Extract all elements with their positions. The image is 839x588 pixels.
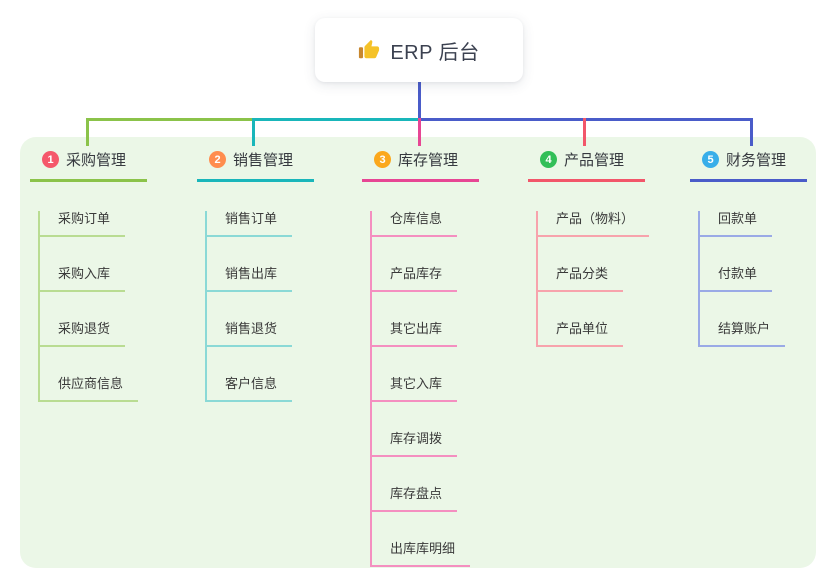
branch-header[interactable]: 2 销售管理 [197,146,314,182]
connector-branch-drop-1 [86,118,89,146]
child-node[interactable]: 仓库信息 [370,211,458,237]
child-node[interactable]: 产品（物料） [536,211,650,237]
branch-number-badge: 4 [540,151,557,168]
branch-header[interactable]: 5 财务管理 [690,146,807,182]
branch-children-list: 仓库信息产品库存其它出库其它入库库存调拨库存盘点出库库明细 [370,211,479,567]
child-node[interactable]: 回款单 [698,211,773,237]
child-node[interactable]: 销售出库 [205,266,293,292]
connector-branch-drop-2 [252,118,255,146]
branch-number-badge: 1 [42,151,59,168]
branch-title: 销售管理 [233,152,294,169]
child-node[interactable]: 其它出库 [370,321,458,347]
child-node[interactable]: 其它入库 [370,376,458,402]
connector-branch-drop-3 [418,118,421,146]
branch-spine-line [38,211,40,402]
branch-spine-line [698,211,700,347]
connector-branch-drop-4 [583,118,586,146]
branch-number-badge: 3 [374,151,391,168]
child-node[interactable]: 库存盘点 [370,486,458,512]
child-node[interactable]: 销售订单 [205,211,293,237]
child-node[interactable]: 库存调拨 [370,431,458,457]
branch-column-1: 1 采购管理 采购订单采购入库采购退货供应商信息 [30,146,147,402]
child-node[interactable]: 产品分类 [536,266,624,292]
branch-title: 财务管理 [726,152,787,169]
child-node[interactable]: 出库库明细 [370,541,471,567]
branch-title: 产品管理 [564,152,625,169]
branch-children-list: 产品（物料） 产品分类产品单位 [536,211,650,347]
child-node[interactable]: 采购退货 [38,321,126,347]
branch-column-4: 4 产品管理 产品（物料） 产品分类产品单位 [528,146,650,347]
branch-spine-line [536,211,538,347]
branch-number-badge: 5 [702,151,719,168]
connector-horizontal-mid [255,118,419,121]
branch-spine-line [370,211,372,567]
branch-title: 采购管理 [66,152,127,169]
child-node[interactable]: 采购订单 [38,211,126,237]
connector-horizontal-right [419,118,753,121]
branch-number-badge: 2 [209,151,226,168]
branch-children-list: 采购订单采购入库采购退货供应商信息 [38,211,147,402]
connector-horizontal-left [86,118,255,121]
connector-root-drop [418,82,421,120]
branch-header[interactable]: 4 产品管理 [528,146,645,182]
child-node[interactable]: 产品库存 [370,266,458,292]
branch-header[interactable]: 3 库存管理 [362,146,479,182]
child-node[interactable]: 销售退货 [205,321,293,347]
child-node[interactable]: 客户信息 [205,376,293,402]
branch-header[interactable]: 1 采购管理 [30,146,147,182]
thumbs-up-icon [358,39,380,61]
child-node[interactable]: 结算账户 [698,321,786,347]
branch-spine-line [205,211,207,402]
branch-children-list: 回款单付款单结算账户 [698,211,807,347]
branch-children-list: 销售订单销售出库销售退货客户信息 [205,211,314,402]
connector-branch-drop-5 [750,118,753,146]
branch-title: 库存管理 [398,152,459,169]
canvas-panel: 1 采购管理 采购订单采购入库采购退货供应商信息 2 销售管理 销售订单销售出库… [20,137,816,568]
child-node[interactable]: 产品单位 [536,321,624,347]
child-node[interactable]: 采购入库 [38,266,126,292]
root-node[interactable]: ERP 后台 [315,18,523,82]
child-node[interactable]: 付款单 [698,266,773,292]
branch-column-2: 2 销售管理 销售订单销售出库销售退货客户信息 [197,146,314,402]
child-node[interactable]: 供应商信息 [38,376,139,402]
branch-column-3: 3 库存管理 仓库信息产品库存其它出库其它入库库存调拨库存盘点出库库明细 [362,146,479,567]
root-node-title: ERP 后台 [390,41,480,64]
branch-column-5: 5 财务管理 回款单付款单结算账户 [690,146,807,347]
